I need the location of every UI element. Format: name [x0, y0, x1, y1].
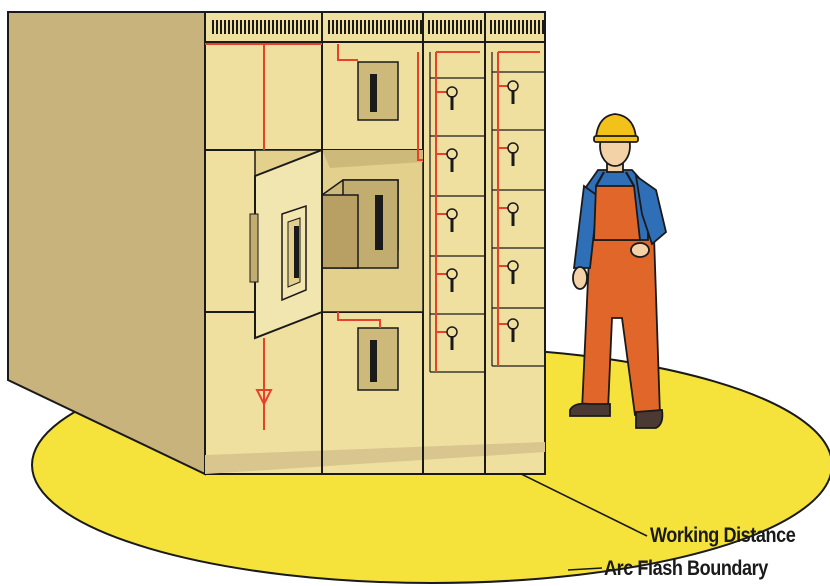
grille-slat [404, 20, 406, 34]
grille-slat [534, 20, 536, 34]
grille-slat [384, 20, 386, 34]
grille-slat [244, 20, 246, 34]
grille-slat [498, 20, 500, 34]
grille-slat [502, 20, 504, 34]
grille-slat [518, 20, 520, 34]
grille-slat [328, 20, 330, 34]
grille-slat [356, 20, 358, 34]
grille-slat [232, 20, 234, 34]
grille-slat [464, 20, 466, 34]
grille-slat [432, 20, 434, 34]
grille-slat [256, 20, 258, 34]
grille-slat [296, 20, 298, 34]
grille-slat [396, 20, 398, 34]
cabinet-side-panel [8, 12, 205, 474]
grille-slat [538, 20, 540, 34]
grille-slat [228, 20, 230, 34]
grille-slat [252, 20, 254, 34]
grille-slat [412, 20, 414, 34]
grille-slat [376, 20, 378, 34]
grille-slat [372, 20, 374, 34]
grille-slat [436, 20, 438, 34]
grille-slat [216, 20, 218, 34]
grille-slat [288, 20, 290, 34]
grille-slat [506, 20, 508, 34]
grille-slat [340, 20, 342, 34]
grille-slat [348, 20, 350, 34]
breaker-window-lower [358, 328, 398, 390]
grille-slat [494, 20, 496, 34]
breaker-window-upper [358, 62, 398, 120]
grille-slat [364, 20, 366, 34]
grille-slat [472, 20, 474, 34]
grille-slat [480, 20, 482, 34]
grille-slat [300, 20, 302, 34]
grille-slat [468, 20, 470, 34]
grille-slat [280, 20, 282, 34]
grille-slat [452, 20, 454, 34]
grille-slat [400, 20, 402, 34]
grille-slat [292, 20, 294, 34]
grille-slat [264, 20, 266, 34]
grille-slat [522, 20, 524, 34]
grille-slat [408, 20, 410, 34]
grille-slat [456, 20, 458, 34]
grille-slat [240, 20, 242, 34]
grille-slat [336, 20, 338, 34]
grille-slat [460, 20, 462, 34]
grille-slat [212, 20, 214, 34]
grille-slat [530, 20, 532, 34]
grille-slat [490, 20, 492, 34]
withdrawn-breaker [322, 180, 398, 268]
hardhat-icon [596, 114, 636, 138]
grille-slat [420, 20, 422, 34]
grille-slat [308, 20, 310, 34]
grille-slat [276, 20, 278, 34]
grille-slat [284, 20, 286, 34]
arc-flash-boundary-label: Arc Flash Boundary [604, 557, 768, 581]
grille-slat [428, 20, 430, 34]
grille-slat [224, 20, 226, 34]
grille-slat [332, 20, 334, 34]
grille-slat [316, 20, 318, 34]
grille-slat [360, 20, 362, 34]
grille-slat [312, 20, 314, 34]
grille-slat [542, 20, 544, 34]
grille-slat [344, 20, 346, 34]
grille-slat [416, 20, 418, 34]
grille-slat [526, 20, 528, 34]
grille-slat [392, 20, 394, 34]
grille-slat [514, 20, 516, 34]
grille-slat [352, 20, 354, 34]
grille-slat [220, 20, 222, 34]
grille-slat [272, 20, 274, 34]
grille-slat [476, 20, 478, 34]
grille-slat [440, 20, 442, 34]
grille-slat [248, 20, 250, 34]
grille-slat [380, 20, 382, 34]
grille-slat [448, 20, 450, 34]
grille-slat [304, 20, 306, 34]
grille-slat [510, 20, 512, 34]
grille-slat [268, 20, 270, 34]
open-cabinet-door [250, 150, 322, 338]
grille-slat [236, 20, 238, 34]
ventilation-grilles [212, 20, 544, 34]
grille-slat [444, 20, 446, 34]
grille-slat [260, 20, 262, 34]
working-distance-label: Working Distance [650, 524, 795, 548]
grille-slat [388, 20, 390, 34]
grille-slat [368, 20, 370, 34]
